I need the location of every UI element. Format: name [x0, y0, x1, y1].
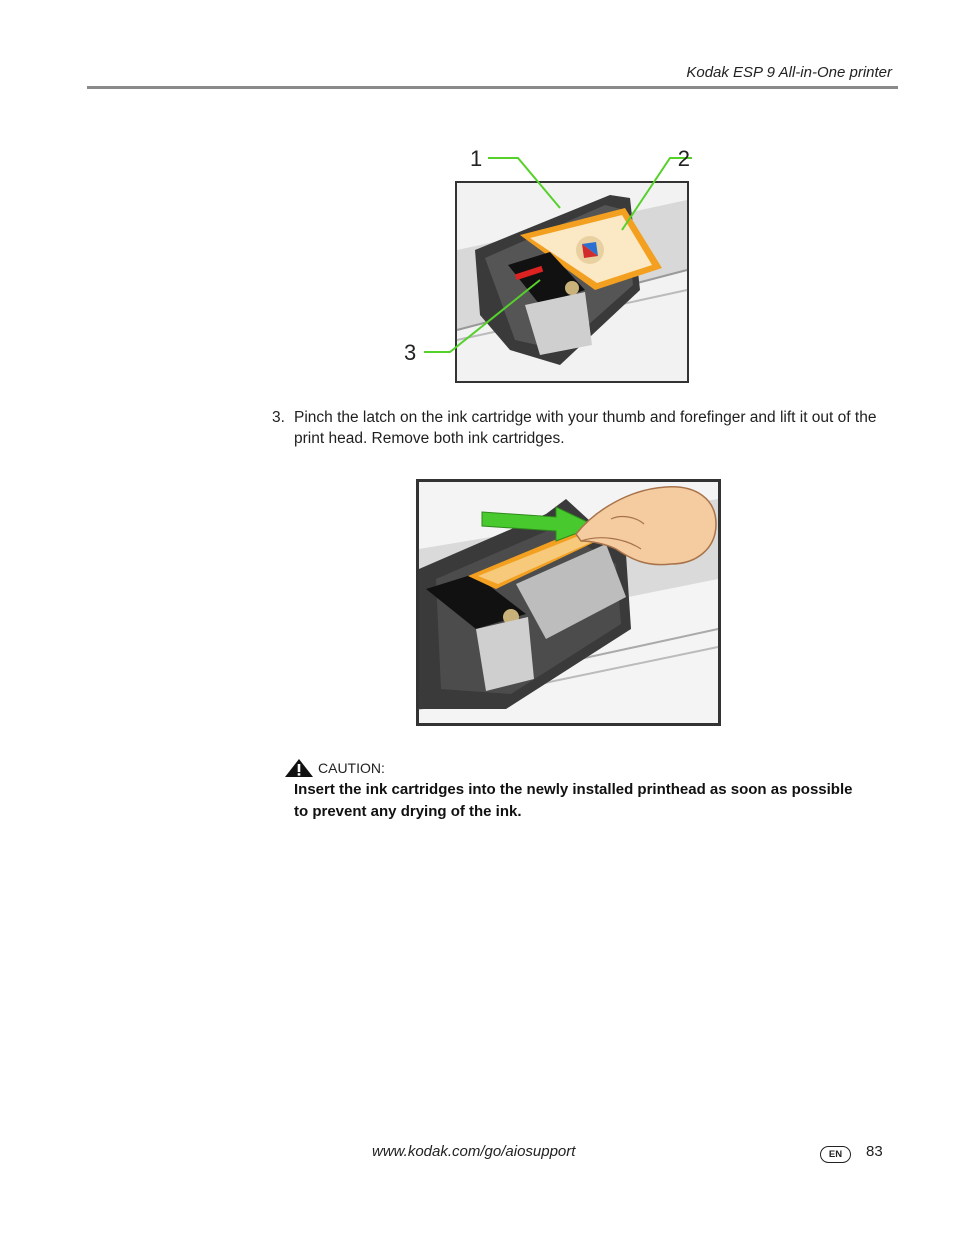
caution-label: CAUTION: — [318, 760, 385, 776]
warning-icon — [285, 759, 313, 777]
remove-cartridge-figure — [416, 479, 721, 726]
page-number: 83 — [866, 1143, 883, 1160]
step-text: Pinch the latch on the ink cartridge wit… — [294, 409, 877, 447]
callout-1: 1 — [470, 146, 482, 171]
caution-text: Insert the ink cartridges into the newly… — [294, 781, 853, 820]
callout-3: 3 — [404, 340, 416, 365]
printhead-callout-figure: 1 2 3 — [404, 146, 692, 383]
running-header-title: Kodak ESP 9 All-in-One printer — [686, 64, 892, 81]
instruction-step-3: 3. Pinch the latch on the ink cartridge … — [272, 407, 902, 449]
caution-heading: CAUTION: — [284, 758, 385, 778]
header-rule — [87, 86, 898, 89]
language-badge: EN — [820, 1146, 851, 1163]
footer-url: www.kodak.com/go/aiosupport — [372, 1143, 576, 1160]
step-number: 3. — [272, 409, 285, 426]
callout-2: 2 — [678, 146, 690, 171]
